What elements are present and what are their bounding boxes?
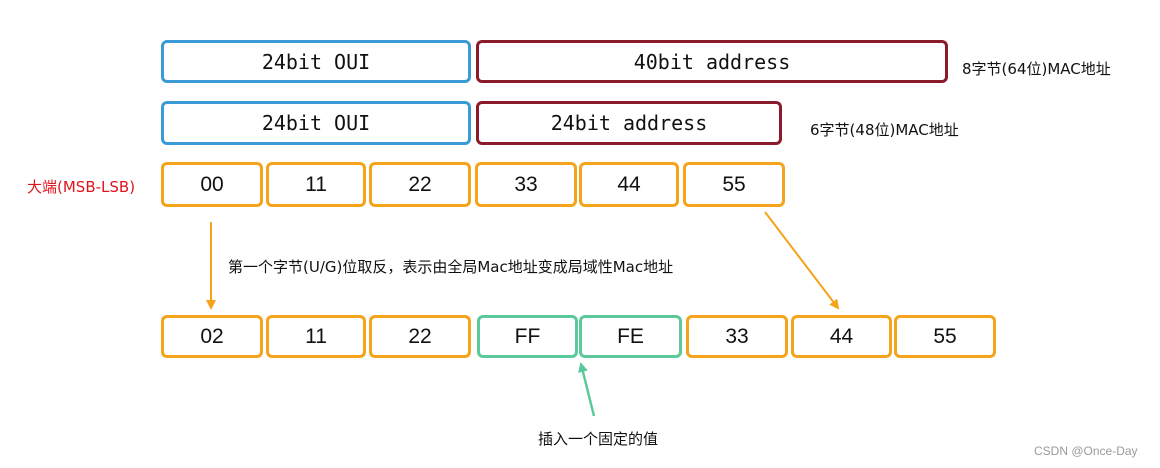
byte-value: 33 bbox=[725, 324, 749, 348]
oui-48-box: 24bit OUI bbox=[161, 101, 471, 145]
byte-cell: 11 bbox=[266, 162, 366, 207]
address-40bit-label: 40bit address bbox=[633, 49, 791, 74]
byte-cell: 22 bbox=[369, 315, 471, 358]
byte-cell: 44 bbox=[791, 315, 892, 358]
address-40bit-box: 40bit address bbox=[476, 40, 948, 83]
byte-value: 02 bbox=[200, 324, 224, 348]
byte-cell: 00 bbox=[161, 162, 263, 207]
byte-value: 22 bbox=[408, 172, 432, 196]
insert-annotation: 插入一个固定的值 bbox=[538, 430, 659, 448]
byte-value: FE bbox=[617, 324, 644, 348]
shift-arrow bbox=[764, 211, 840, 310]
byte-value: 11 bbox=[305, 172, 327, 196]
byte-value: 55 bbox=[722, 172, 746, 196]
byte-cell: 55 bbox=[894, 315, 996, 358]
byte-value: 11 bbox=[305, 324, 327, 348]
byte-cell: 22 bbox=[369, 162, 471, 207]
inserted-byte-cell: FE bbox=[579, 315, 682, 358]
inserted-byte-cell: FF bbox=[477, 315, 578, 358]
big-endian-label: 大端(MSB-LSB) bbox=[27, 178, 136, 196]
oui-64-box: 24bit OUI bbox=[161, 40, 471, 83]
byte-cell: 55 bbox=[683, 162, 785, 207]
byte-value: 44 bbox=[617, 172, 641, 196]
ug-bit-annotation: 第一个字节(U/G)位取反，表示由全局Mac地址变成局域性Mac地址 bbox=[228, 258, 674, 276]
insert-arrow bbox=[578, 362, 596, 417]
oui-64-label: 24bit OUI bbox=[261, 49, 371, 74]
mac-48-caption: 6字节(48位)MAC地址 bbox=[810, 121, 959, 139]
byte-value: 44 bbox=[829, 324, 854, 348]
byte-cell: 02 bbox=[161, 315, 263, 358]
oui-48-label: 24bit OUI bbox=[261, 111, 371, 135]
address-24bit-label: 24bit address bbox=[550, 111, 708, 135]
byte-cell: 11 bbox=[266, 315, 366, 358]
address-24bit-box: 24bit address bbox=[476, 101, 782, 145]
byte-value: 00 bbox=[200, 172, 224, 196]
byte-cell: 44 bbox=[579, 162, 679, 207]
byte-value: 33 bbox=[514, 172, 538, 196]
byte-value: 22 bbox=[408, 324, 432, 348]
mac-64-caption: 8字节(64位)MAC地址 bbox=[962, 60, 1111, 78]
byte-value: 55 bbox=[933, 324, 957, 348]
byte-cell: 33 bbox=[475, 162, 577, 207]
byte-value: FF bbox=[514, 324, 541, 348]
byte-cell: 33 bbox=[686, 315, 788, 358]
watermark: CSDN @Once-Day bbox=[1034, 444, 1138, 458]
